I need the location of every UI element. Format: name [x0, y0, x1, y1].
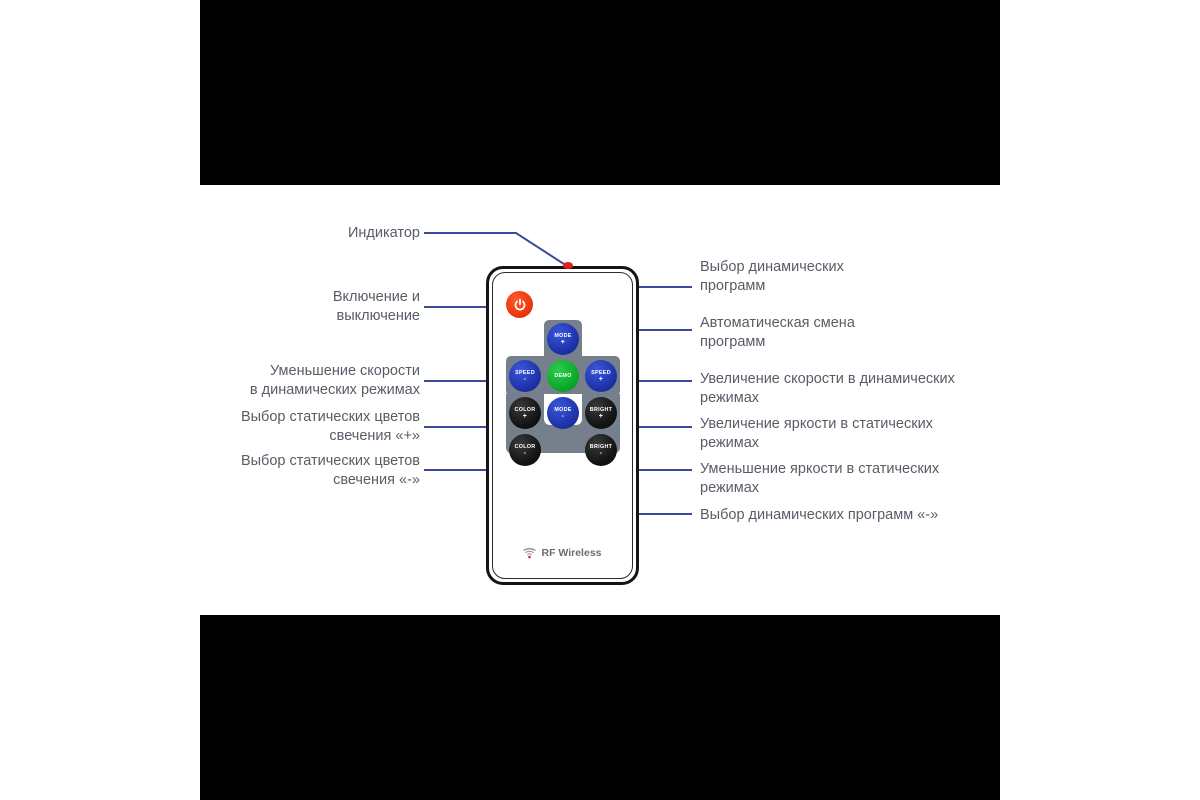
key-mode-plus[interactable]: MODE +	[547, 323, 579, 355]
key-bright-plus[interactable]: BRIGHT +	[585, 397, 617, 429]
key-color-minus[interactable]: COLOR -	[509, 434, 541, 466]
power-icon	[514, 298, 525, 310]
key-sign: +	[522, 412, 528, 420]
indicator-led	[563, 262, 573, 269]
key-speed-minus[interactable]: SPEED -	[509, 360, 541, 392]
key-label: MODE	[554, 332, 572, 339]
annotation-bright-up: Увеличение яркости в статических режимах	[700, 416, 933, 451]
annotation-color-minus: Выбор статических цветов свечения «-»	[240, 453, 420, 488]
key-demo[interactable]: DEMO	[547, 360, 579, 392]
annotation-bright-down: Уменьшение яркости в статических режимах	[700, 461, 940, 496]
annotation-power: Включение и выключение	[332, 289, 420, 324]
key-label: BRIGHT	[589, 443, 613, 450]
key-mode-minus[interactable]: MODE -	[547, 397, 579, 429]
annotation-color-plus: Выбор статических цветов свечения «+»	[240, 409, 420, 444]
annotation-mode-minus: Выбор динамических программ «-»	[700, 507, 939, 523]
annotation-speed-down: Уменьшение скорости в динамических режим…	[249, 363, 420, 398]
key-sign: -	[599, 449, 603, 457]
key-color-plus[interactable]: COLOR +	[509, 397, 541, 429]
wifi-icon	[523, 547, 537, 558]
key-sign: +	[598, 375, 604, 383]
keypad: MODE + SPEED - DEMO SPEED + COLOR + MODE…	[506, 320, 620, 466]
letterbox-bar-top	[200, 0, 1000, 185]
key-label: BRIGHT	[589, 406, 613, 413]
power-button[interactable]	[506, 291, 533, 318]
key-label: SPEED	[591, 369, 611, 376]
remote-control-body: MODE + SPEED - DEMO SPEED + COLOR + MODE…	[486, 266, 639, 585]
key-label: DEMO	[554, 372, 572, 379]
rf-wireless-footer: RF Wireless	[489, 547, 636, 559]
letterbox-bar-bottom	[200, 615, 1000, 800]
key-sign: -	[523, 449, 527, 457]
key-sign: +	[598, 412, 604, 420]
rf-wireless-label: RF Wireless	[541, 547, 602, 559]
annotation-indicator: Индикатор	[347, 225, 420, 241]
annotation-demo: Автоматическая смена программ	[700, 315, 855, 350]
key-label: MODE	[554, 406, 572, 413]
key-label: COLOR	[514, 443, 536, 450]
key-label: COLOR	[514, 406, 536, 413]
key-label: SPEED	[515, 369, 535, 376]
remote-inner-border	[492, 272, 633, 579]
key-sign: -	[523, 375, 527, 383]
key-speed-plus[interactable]: SPEED +	[585, 360, 617, 392]
annotation-mode-plus: Выбор динамических программ	[700, 259, 844, 294]
annotation-speed-up: Увеличение скорости в динамических режим…	[700, 371, 955, 406]
key-bright-minus[interactable]: BRIGHT -	[585, 434, 617, 466]
key-sign: -	[561, 412, 565, 420]
key-sign: +	[560, 338, 566, 346]
